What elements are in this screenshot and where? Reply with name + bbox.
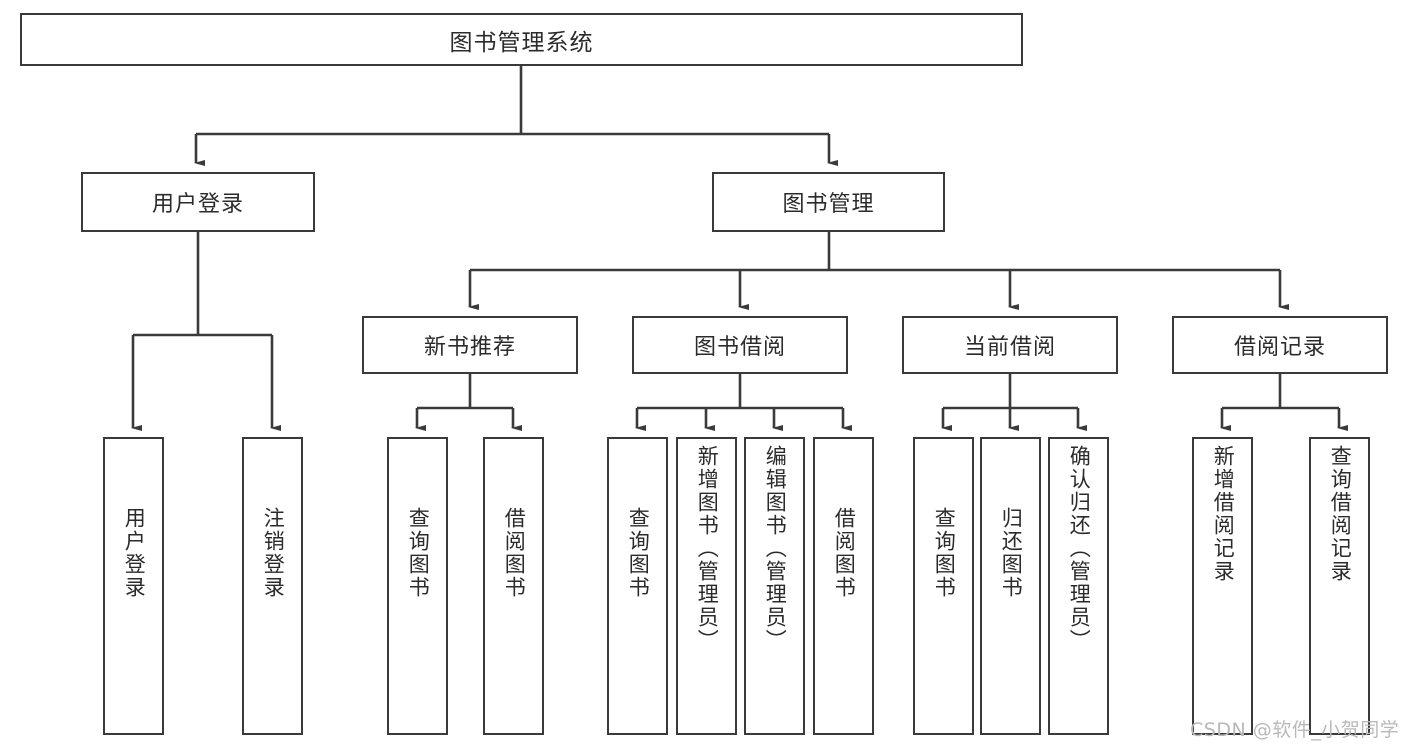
leaf-borrow-query-book[interactable]: 查询图书: [607, 437, 668, 735]
leaf-label: 编辑图书（管理员）: [763, 445, 788, 652]
leaf-label: 借阅图书: [502, 507, 527, 599]
leaf-label: 用户登录: [122, 507, 147, 599]
node-book-borrow[interactable]: 图书借阅: [632, 316, 848, 374]
node-book-management[interactable]: 图书管理: [712, 172, 945, 232]
leaf-current-confirm-return-admin[interactable]: 确认归还（管理员）: [1048, 437, 1109, 735]
leaf-label: 注销登录: [261, 507, 286, 599]
leaf-user-login-action[interactable]: 用户登录: [103, 437, 164, 735]
leaf-borrow-add-book-admin[interactable]: 新增图书（管理员）: [676, 437, 737, 735]
leaf-label: 新增图书（管理员）: [695, 445, 720, 652]
node-new-book-recommend[interactable]: 新书推荐: [362, 316, 578, 374]
node-borrow-record[interactable]: 借阅记录: [1172, 316, 1388, 374]
leaf-record-query-borrow-record[interactable]: 查询借阅记录: [1309, 437, 1370, 735]
leaf-user-logout[interactable]: 注销登录: [242, 437, 303, 735]
leaf-label: 查询图书: [626, 507, 651, 599]
leaf-current-query-book[interactable]: 查询图书: [913, 437, 974, 735]
node-root-system[interactable]: 图书管理系统: [20, 13, 1023, 66]
leaf-label: 新增借阅记录: [1211, 445, 1236, 583]
leaf-label: 查询图书: [932, 507, 957, 599]
node-current-borrow[interactable]: 当前借阅: [902, 316, 1118, 374]
leaf-record-add-borrow-record[interactable]: 新增借阅记录: [1192, 437, 1253, 735]
leaf-label: 查询借阅记录: [1328, 445, 1353, 583]
leaf-borrow-edit-book-admin[interactable]: 编辑图书（管理员）: [744, 437, 805, 735]
leaf-label: 确认归还（管理员）: [1067, 445, 1092, 652]
node-user-login[interactable]: 用户登录: [81, 172, 315, 232]
csdn-watermark: CSDN @软件_小贺同学: [1190, 719, 1400, 741]
leaf-recommend-query-book[interactable]: 查询图书: [387, 437, 448, 735]
leaf-current-return-book[interactable]: 归还图书: [980, 437, 1041, 735]
leaf-label: 查询图书: [406, 507, 431, 599]
leaf-label: 借阅图书: [832, 507, 857, 599]
leaf-recommend-borrow-book[interactable]: 借阅图书: [483, 437, 544, 735]
leaf-borrow-borrow-book[interactable]: 借阅图书: [813, 437, 874, 735]
leaf-label: 归还图书: [999, 507, 1024, 599]
